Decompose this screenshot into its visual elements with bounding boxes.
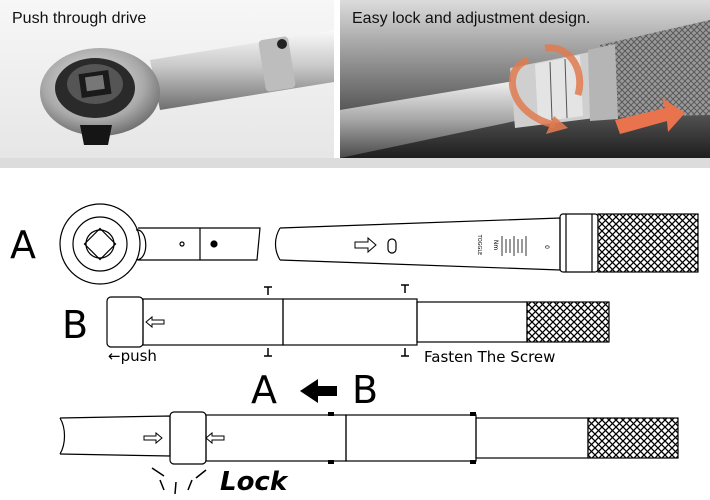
handle-outline-b	[106, 296, 610, 348]
section-divider	[0, 158, 710, 168]
handle-outline-locked	[59, 411, 679, 465]
photo-caption-lock-adjust: Easy lock and adjustment design.	[352, 10, 591, 27]
push-label: ←push	[108, 347, 157, 365]
handle-adjustment-photo	[340, 0, 710, 158]
fasten-screw-label: Fasten The Screw	[424, 348, 555, 366]
photo-caption-push-through: Push through drive	[12, 10, 147, 27]
drive-arrow-a	[354, 236, 377, 254]
lock-arrow-right	[143, 431, 163, 445]
wrench-outline-a	[59, 203, 699, 285]
screw-nubs	[328, 412, 476, 464]
click-lines	[151, 467, 207, 495]
lock-arrow-left	[205, 431, 225, 445]
label-b: B	[62, 303, 88, 347]
transition-label-a: A	[251, 368, 277, 412]
scale-detail: TOGGLE Nm 0	[476, 234, 550, 256]
label-a: A	[10, 223, 36, 267]
transition-label-b: B	[352, 368, 378, 412]
ratchet-head-photo	[0, 0, 334, 158]
slide-arrow-b	[145, 315, 165, 329]
screw-markers	[264, 284, 409, 357]
scale-unit-label: Nm	[492, 240, 499, 250]
photo-lock-adjustment: Easy lock and adjustment design.	[340, 0, 710, 158]
scale-toggle-label: TOGGLE	[476, 234, 482, 256]
transition-arrow	[300, 379, 337, 403]
lock-mechanism-diagram: TOGGLE Nm 0 A B ←push Fasten The Screw A…	[10, 203, 699, 497]
lock-label: Lock	[220, 467, 289, 497]
scale-zero-label: 0	[543, 245, 550, 249]
photo-push-through-drive: Push through drive	[0, 0, 334, 158]
